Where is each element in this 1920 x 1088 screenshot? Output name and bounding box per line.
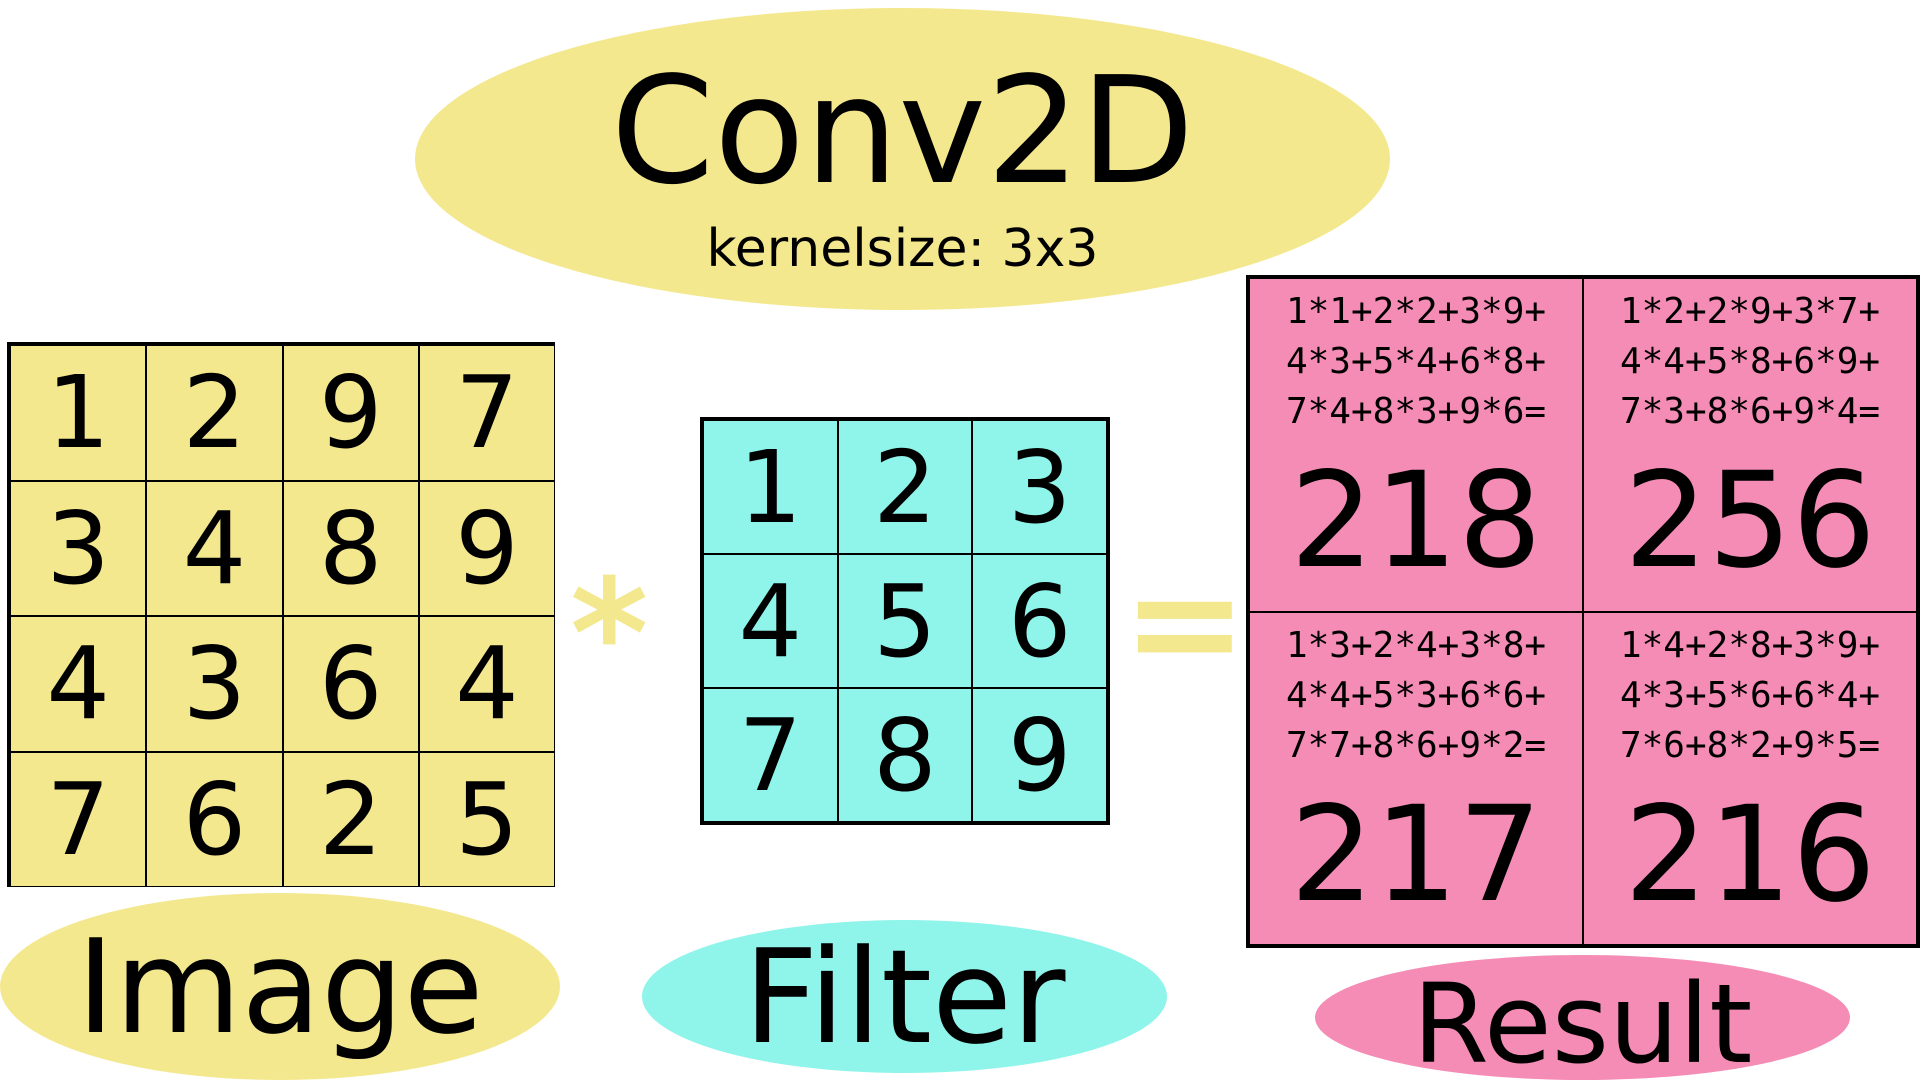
result-matrix: 1*1+2*2+3*9+ 4*3+5*4+6*8+ 7*4+8*3+9*6= 218… (1246, 275, 1920, 948)
image-cell: 7 (418, 345, 555, 481)
formula-line: 4*4+5*8+6*9+ (1619, 341, 1881, 382)
image-cell: 6 (146, 751, 283, 887)
result-cell: 1*2+2*9+3*7+ 4*4+5*8+6*9+ 7*3+8*6+9*4= 256 (1583, 278, 1917, 612)
image-cell: 2 (282, 751, 419, 887)
image-cell: 3 (10, 480, 147, 616)
title-ellipse: Conv2D kernelsize: 3x3 (415, 8, 1390, 310)
result-label-ellipse: Result (1315, 955, 1850, 1080)
formula-line: 4*4+5*3+6*6+ (1285, 674, 1547, 716)
image-matrix: 1 2 9 7 3 4 8 9 4 3 6 4 7 6 2 5 (7, 342, 555, 887)
image-cell: 7 (10, 751, 147, 887)
equals-operator: = (1122, 536, 1248, 710)
filter-label-ellipse: Filter (642, 920, 1167, 1073)
result-cell: 1*1+2*2+3*9+ 4*3+5*4+6*8+ 7*4+8*3+9*6= 218 (1249, 278, 1583, 612)
filter-cell: 2 (837, 420, 973, 554)
result-formula: 1*2+2*9+3*7+ 4*4+5*8+6*9+ 7*3+8*6+9*4= (1620, 287, 1880, 437)
image-label-ellipse: Image (0, 893, 560, 1080)
result-cell: 1*4+2*8+3*9+ 4*3+5*6+6*4+ 7*6+8*2+9*5= 216 (1583, 611, 1917, 945)
formula-line: 4*3+5*6+6*4+ (1619, 674, 1881, 716)
image-cell: 4 (418, 616, 555, 752)
result-formula: 1*3+2*4+3*8+ 4*4+5*3+6*6+ 7*7+8*6+9*2= (1286, 621, 1546, 771)
filter-cell: 5 (837, 554, 973, 688)
image-cell: 3 (146, 616, 283, 752)
image-cell: 6 (282, 616, 419, 752)
formula-line: 4*3+5*4+6*8+ (1285, 341, 1547, 382)
result-formula: 1*4+2*8+3*9+ 4*3+5*6+6*4+ 7*6+8*2+9*5= (1620, 621, 1880, 771)
filter-cell: 7 (703, 688, 838, 822)
filter-cell: 8 (837, 688, 973, 822)
image-label: Image (76, 910, 484, 1063)
filter-cell: 9 (972, 688, 1107, 822)
formula-line: 1*3+2*4+3*8+ (1285, 624, 1547, 666)
filter-cell: 3 (972, 420, 1107, 554)
filter-label: Filter (743, 920, 1066, 1073)
filter-cell: 6 (972, 554, 1107, 688)
formula-line: 7*6+8*2+9*5= (1619, 724, 1881, 766)
formula-line: 7*7+8*6+9*2= (1285, 724, 1547, 766)
formula-line: 7*4+8*3+9*6= (1285, 391, 1547, 432)
filter-matrix: 1 2 3 4 5 6 7 8 9 (700, 417, 1110, 825)
result-cell: 1*3+2*4+3*8+ 4*4+5*3+6*6+ 7*7+8*6+9*2= 217 (1249, 611, 1583, 945)
image-cell: 4 (10, 616, 147, 752)
image-cell: 9 (418, 480, 555, 616)
result-value: 218 (1290, 444, 1542, 598)
image-cell: 1 (10, 345, 147, 481)
result-value: 217 (1290, 777, 1542, 932)
result-value: 216 (1624, 777, 1876, 932)
image-cell: 9 (282, 345, 419, 481)
result-label: Result (1412, 959, 1753, 1088)
image-cell: 5 (418, 751, 555, 887)
formula-line: 1*1+2*2+3*9+ (1285, 291, 1547, 332)
image-cell: 2 (146, 345, 283, 481)
image-cell: 4 (146, 480, 283, 616)
diagram-title: Conv2D (610, 45, 1195, 217)
formula-line: 1*2+2*9+3*7+ (1619, 291, 1881, 332)
diagram-subtitle: kernelsize: 3x3 (706, 219, 1099, 279)
image-cell: 8 (282, 480, 419, 616)
filter-cell: 1 (703, 420, 838, 554)
formula-line: 1*4+2*8+3*9+ (1619, 624, 1881, 666)
multiply-operator: * (570, 548, 649, 722)
formula-line: 7*3+8*6+9*4= (1619, 391, 1881, 432)
filter-cell: 4 (703, 554, 838, 688)
result-value: 256 (1624, 444, 1876, 598)
result-formula: 1*1+2*2+3*9+ 4*3+5*4+6*8+ 7*4+8*3+9*6= (1286, 287, 1546, 437)
